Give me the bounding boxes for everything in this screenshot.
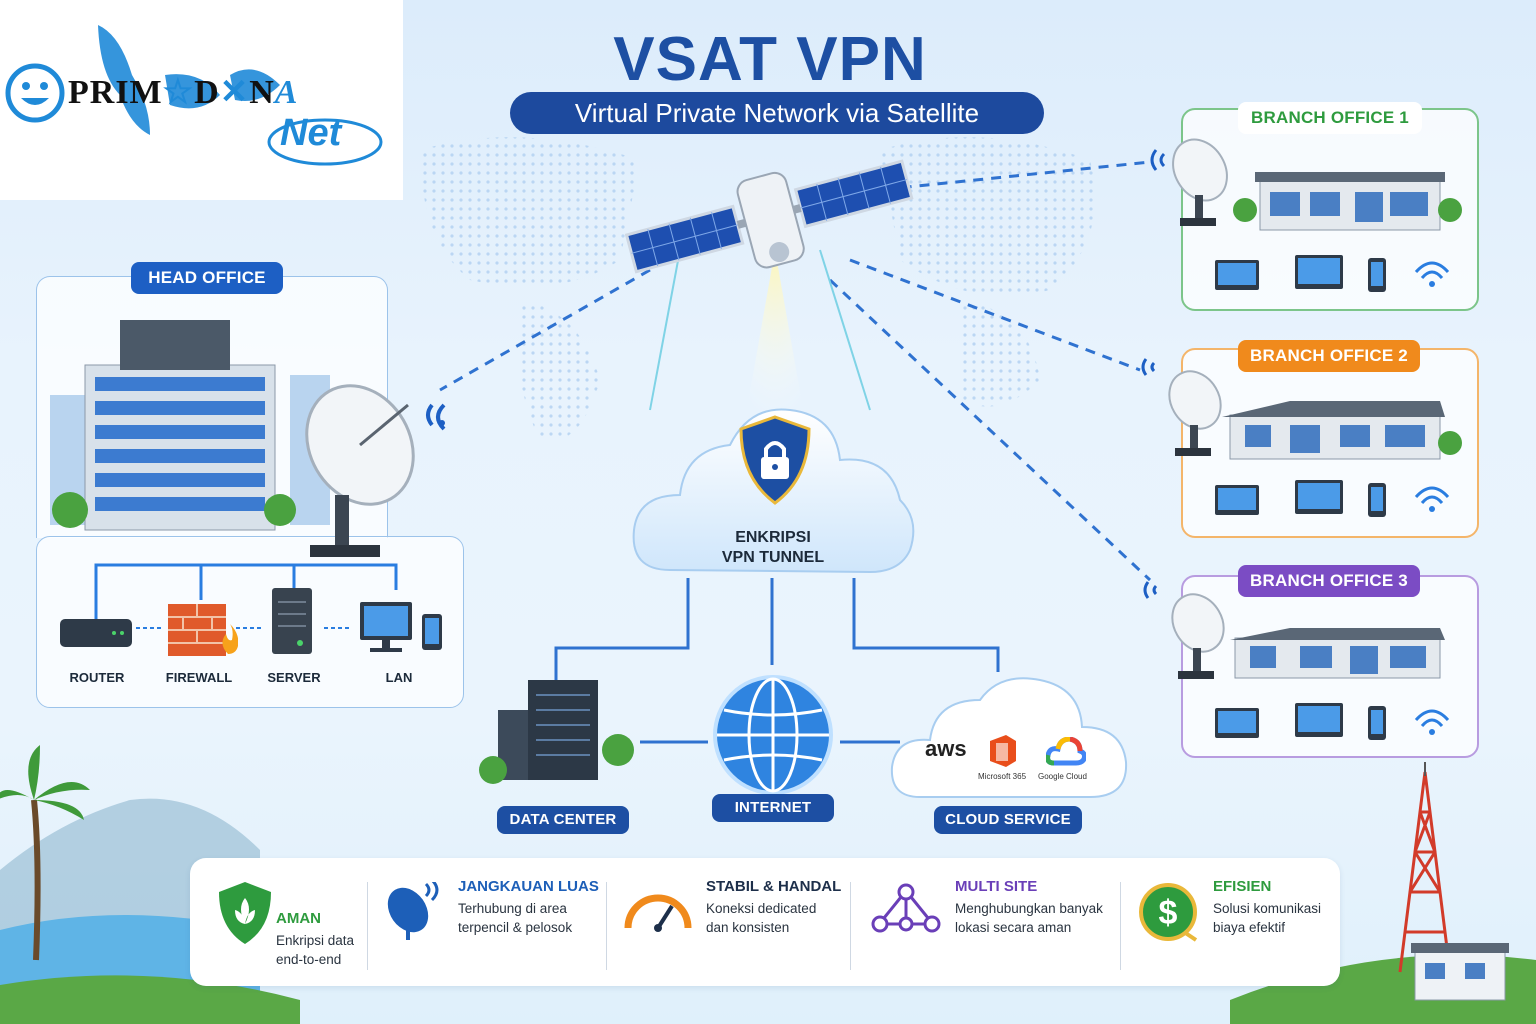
dollar-coin-icon: $ xyxy=(1139,883,1198,942)
multi-site-network-icon xyxy=(871,883,941,933)
telecom-tower-icon xyxy=(1398,762,1452,973)
branch-office-1-scene xyxy=(1150,138,1462,292)
beam-left xyxy=(649,249,681,411)
head-office-title: HEAD OFFICE xyxy=(131,262,283,294)
feature-efisien-desc2: biaya efektif xyxy=(1213,920,1286,935)
server-icon xyxy=(272,588,312,654)
branch-office-3-scene xyxy=(1143,581,1450,740)
feature-aman-desc2: end-to-end xyxy=(276,952,342,967)
feature-jangkauan-title: JANGKAUAN LUAS xyxy=(458,878,599,895)
indonesia-map-icon xyxy=(98,25,280,135)
line-datacenter xyxy=(554,578,690,680)
feature-efisien-desc1: Solusi komunikasi xyxy=(1213,901,1322,916)
feature-multi-site: MULTI SITE Menghubungkan banyak lokasi s… xyxy=(955,878,1103,978)
feature-stabil-desc2: dan konsisten xyxy=(706,920,790,935)
internet-globe-icon xyxy=(713,675,833,795)
logo: PRIM☆D✕NA Net xyxy=(0,0,403,200)
page-title: VSAT VPN xyxy=(613,25,927,94)
feature-multi-site-title: MULTI SITE xyxy=(955,878,1038,895)
logo-brand: PRIM☆D✕NA xyxy=(68,74,299,111)
feature-aman-title: AMAN xyxy=(276,910,321,927)
feature-multi-site-desc2: lokasi secara aman xyxy=(955,920,1072,935)
feature-stabil-desc1: Koneksi dedicated xyxy=(706,901,817,916)
branch-office-2-scene xyxy=(1141,358,1462,517)
head-office-building xyxy=(50,320,330,531)
aws-logo: aws xyxy=(925,736,967,761)
link-branch-3 xyxy=(828,278,1152,582)
google-cloud-label: Google Cloud xyxy=(1038,772,1087,781)
branch-office-1-title: BRANCH OFFICE 1 xyxy=(1238,102,1422,134)
data-center-label: DATA CENTER xyxy=(497,806,629,834)
firewall-label: FIREWALL xyxy=(165,670,233,685)
server-label: SERVER xyxy=(267,670,321,685)
link-head-office xyxy=(439,268,651,392)
divider xyxy=(1120,882,1121,970)
satellite-icon xyxy=(625,159,914,274)
internet-label: INTERNET xyxy=(712,794,834,822)
router-icon xyxy=(60,619,132,647)
microsoft-365-icon xyxy=(990,735,1016,767)
smiley-icon xyxy=(5,63,65,123)
shield-lock-icon xyxy=(739,415,811,505)
svg-text:$: $ xyxy=(1159,894,1178,932)
speedometer-icon xyxy=(624,894,692,932)
cloud-service-label: CLOUD SERVICE xyxy=(934,806,1082,834)
router-label: ROUTER xyxy=(69,670,125,685)
divider xyxy=(606,882,607,970)
link-branch-2 xyxy=(849,258,1141,372)
microsoft-365-label: Microsoft 365 xyxy=(978,772,1027,781)
data-center-icon xyxy=(479,680,634,784)
satellite-dish-icon xyxy=(305,384,415,557)
feature-multi-site-desc1: Menghubungkan banyak xyxy=(955,901,1103,916)
branch-office-2-title: BRANCH OFFICE 2 xyxy=(1238,340,1420,372)
feature-jangkauan: JANGKAUAN LUAS Terhubung di area terpenc… xyxy=(458,878,599,978)
lan-label: LAN xyxy=(385,670,413,685)
small-building-icon xyxy=(1411,943,1509,1001)
lan-computer-icon xyxy=(360,602,442,652)
beam-right xyxy=(819,249,871,411)
feature-efisien-title: EFISIEN xyxy=(1213,878,1272,895)
page-subtitle: Virtual Private Network via Satellite xyxy=(510,92,1044,134)
branch-office-3-title: BRANCH OFFICE 3 xyxy=(1238,565,1420,597)
feature-aman: AMAN Enkripsi data end-to-end xyxy=(276,910,354,1010)
firewall-icon xyxy=(168,604,238,656)
feature-stabil: STABIL & HANDAL Koneksi dedicated dan ko… xyxy=(706,878,841,978)
head-office-network xyxy=(94,563,398,629)
logo-swoosh-icon xyxy=(267,118,383,166)
google-cloud-icon xyxy=(1046,737,1086,766)
line-cloud xyxy=(852,578,1000,672)
feature-jangkauan-desc1: Terhubung di area xyxy=(458,901,567,916)
satellite-dish-feature-icon xyxy=(387,882,439,940)
feature-jangkauan-desc2: terpencil & pelosok xyxy=(458,920,573,935)
divider xyxy=(367,882,368,970)
feature-aman-desc1: Enkripsi data xyxy=(276,933,355,948)
feature-efisien: EFISIEN Solusi komunikasi biaya efektif xyxy=(1213,878,1321,978)
feature-stabil-title: STABIL & HANDAL xyxy=(706,878,842,895)
wifi-signal-icon xyxy=(426,403,446,431)
shield-icon xyxy=(219,882,271,944)
divider xyxy=(850,882,851,970)
